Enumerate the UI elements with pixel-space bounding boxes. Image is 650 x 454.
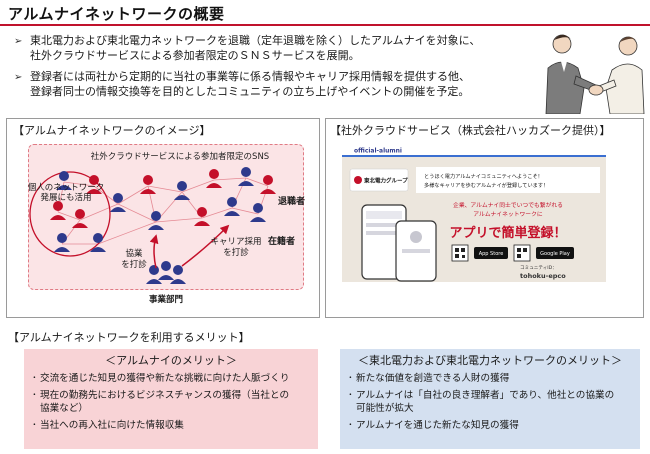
- sns-label: 社外クラウドサービスによる参加者限定のSNS: [90, 152, 270, 162]
- title-rule: [0, 24, 650, 26]
- overview-bullet: ➢ 登録者には両社から定期的に当社の事業等に係る情報やキャリア採用情報を提供する…: [14, 69, 534, 99]
- google-play-badge: [536, 247, 574, 259]
- merit-line: アルムナイは「自社の良き理解者」であり、他社との協業の: [356, 390, 615, 401]
- arrow-bullet-icon: ➢: [14, 36, 23, 47]
- list-item: ･交流を通じた知見の獲得や新たな挑戦に向けた人脈づくり: [32, 373, 290, 384]
- site-label: official-alumni: [354, 148, 402, 155]
- brand-logo-icon: [354, 176, 362, 184]
- person-icons: [50, 167, 276, 284]
- list-item: ･アルムナイは「自社の良き理解者」であり、他社との協業の可能性が拡大: [348, 390, 615, 414]
- department-label: 事業部門: [149, 294, 183, 305]
- merit-line: 可能性が拡大: [356, 403, 414, 414]
- handshake-illustration: [545, 34, 645, 114]
- merit-line: 協業など）: [40, 403, 88, 414]
- page-title: アルムナイネットワークの概要: [8, 5, 225, 23]
- list-item: ･現在の勤務先におけるビジネスチャンスの獲得（当社との協業など）: [32, 390, 290, 414]
- community-id-label: コミュニティID：: [520, 265, 557, 271]
- outreach-label: 協業を打診: [121, 248, 147, 270]
- brand-name: 東北電力グループ: [364, 177, 408, 185]
- arrow-bullet-icon: ➢: [14, 72, 23, 83]
- company-merits-box: ＜東北電力および東北電力ネットワークのメリット＞ ･新たな価値を創造できる人財の…: [340, 349, 640, 449]
- career-label: キャリア採用を打診: [210, 236, 261, 258]
- community-id: tohoku-epco: [520, 272, 566, 280]
- app-register-text: アプリで簡単登録！: [449, 225, 566, 241]
- outreach-arrow: [149, 234, 159, 269]
- merit-line: 交流を通じた知見の獲得や新たな挑戦に向けた人脈づくり: [40, 373, 290, 384]
- service-screenshot: official-alumni 東北電力グループ とうほく電力アルムナイコミュニ…: [342, 145, 606, 282]
- qr-code-icon: [451, 244, 469, 262]
- cloud-panel-label: 【社外クラウドサービス（株式会社ハッカズーク提供）】: [330, 124, 611, 137]
- merit-line: 当社への再入社に向けた情報収集: [40, 420, 184, 431]
- list-item: ･当社への再入社に向けた情報収集: [32, 420, 184, 431]
- invite-text: 企業、アルムナイ同士でいつでも繋がれるアルムナイネットワークに: [453, 201, 563, 218]
- retired-label: 退職者: [278, 195, 305, 207]
- merit-line: アルムナイを通じた新たな知見の獲得: [356, 420, 519, 431]
- network-panel-label: 【アルムナイネットワークのイメージ】: [13, 124, 211, 137]
- company-merits-list: ･新たな価値を創造できる人財の獲得 ･アルムナイは「自社の良き理解者」であり、他…: [340, 369, 640, 432]
- merit-line: 新たな価値を創造できる人財の獲得: [356, 373, 510, 384]
- welcome-text: とうほく電力アルムナイコミュニティへようこそ！多様なキャリアを歩むアルムナイが登…: [424, 172, 548, 189]
- google-play-label: Google Play: [540, 251, 570, 257]
- bullet-line: 社外クラウドサービスによる参加者限定のＳＮＳサービスを展開。: [30, 49, 360, 62]
- bullet-line: 東北電力および東北電力ネットワークを退職（定年退職を除く）したアルムナイを対象に…: [30, 34, 481, 47]
- company-merits-title: ＜東北電力および東北電力ネットワークのメリット＞: [358, 354, 622, 367]
- bullet-line: 登録者には両社から定期的に当社の事業等に係る情報やキャリア採用情報を提供する他、: [30, 70, 470, 83]
- alumni-merits-list: ･交流を通じた知見の獲得や新たな挑戦に向けた人脈づくり ･現在の勤務先におけるビ…: [24, 369, 318, 432]
- app-store-label: App Store: [479, 251, 504, 257]
- personal-network-label: 個人のネットワーク発展にも活用: [28, 182, 105, 203]
- overview-bullet: ➢ 東北電力および東北電力ネットワークを退職（定年退職を除く）したアルムナイを対…: [14, 33, 534, 63]
- merits-heading: 【アルムナイネットワークを利用するメリット】: [8, 331, 250, 344]
- qr-code-icon: [513, 244, 531, 262]
- list-item: ･新たな価値を創造できる人財の獲得: [348, 373, 510, 384]
- personal-network-ring: [29, 171, 111, 257]
- alumni-network-diagram: 個人のネットワーク発展にも活用 退職者 在籍者 協業を打診 キャリア採用を打診 …: [28, 167, 305, 305]
- bullet-line: 登録者同士の情報交換等を目的としたコミュニティの立ち上げやイベントの開催を予定。: [30, 85, 470, 98]
- list-item: ･アルムナイを通じた新たな知見の獲得: [348, 420, 519, 431]
- app-store-badge: [474, 247, 508, 259]
- career-arrow: [181, 224, 230, 267]
- overview-bullets: ➢ 東北電力および東北電力ネットワークを退職（定年退職を除く）したアルムナイを対…: [14, 33, 534, 105]
- employee-label: 在籍者: [268, 235, 295, 247]
- alumni-merits-title: ＜アルムナイのメリット＞: [105, 354, 237, 367]
- merit-line: 現在の勤務先におけるビジネスチャンスの獲得（当社との: [40, 390, 290, 401]
- alumni-merits-box: ＜アルムナイのメリット＞ ･交流を通じた知見の獲得や新たな挑戦に向けた人脈づくり…: [24, 349, 318, 449]
